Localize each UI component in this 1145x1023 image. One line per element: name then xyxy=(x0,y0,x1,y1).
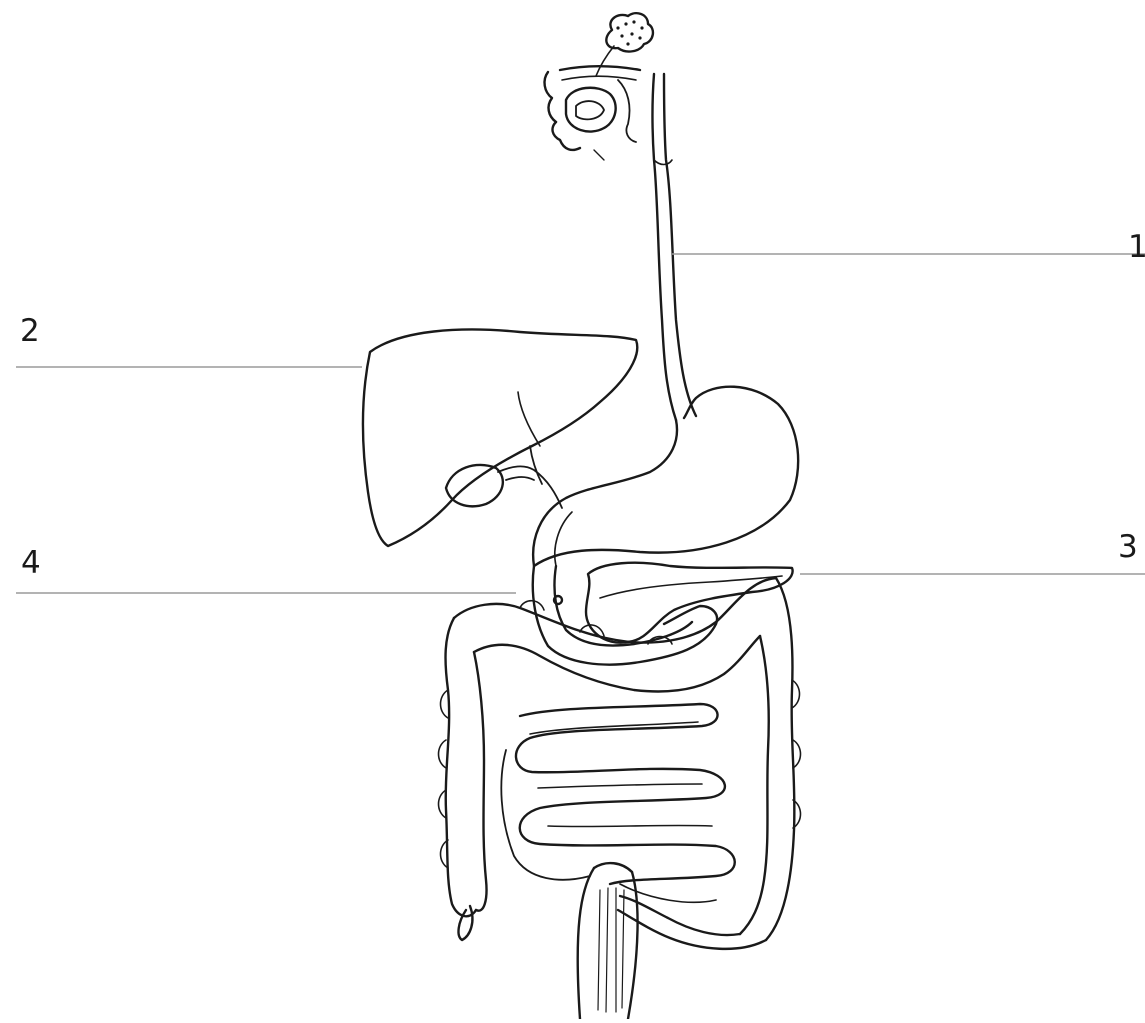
pancreas xyxy=(586,563,793,643)
duodenum xyxy=(533,566,717,665)
gallbladder xyxy=(446,465,503,506)
label-2: 2 xyxy=(20,316,40,347)
salivary-duct xyxy=(596,46,614,76)
appendix xyxy=(459,906,473,940)
label-3: 3 xyxy=(1118,532,1138,563)
stomach-inner xyxy=(555,512,572,566)
mouth xyxy=(545,66,640,160)
label-4: 4 xyxy=(21,548,41,579)
salivary-gland-dots xyxy=(616,20,643,45)
esophagus xyxy=(653,74,697,420)
rectum xyxy=(578,863,638,1019)
large-intestine xyxy=(439,578,801,949)
duodenum-inner xyxy=(554,566,692,645)
label-1: 1 xyxy=(1128,232,1145,263)
pancreatic-duct xyxy=(600,576,782,598)
liver-lobe-line xyxy=(518,392,540,446)
bile-ducts xyxy=(498,446,562,508)
small-intestine xyxy=(501,704,734,902)
liver xyxy=(363,329,637,546)
stomach xyxy=(533,387,798,566)
